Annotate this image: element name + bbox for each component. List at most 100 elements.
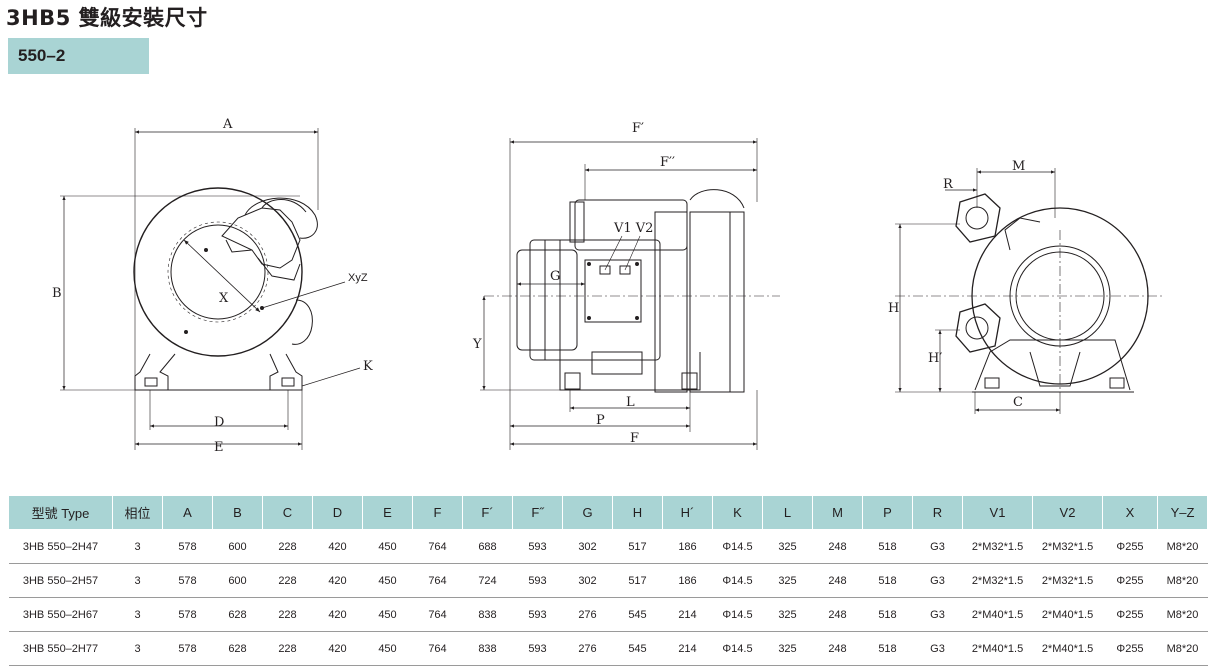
- table-cell: 518: [862, 529, 913, 564]
- table-cell: 420: [312, 631, 363, 666]
- column-header: F´: [462, 495, 513, 530]
- column-header: P: [862, 495, 913, 530]
- label-h: H: [888, 301, 899, 316]
- table-cell: 450: [362, 563, 413, 598]
- table-cell: 545: [612, 597, 663, 632]
- table-cell: 276: [562, 631, 613, 666]
- table-cell: G3: [912, 597, 963, 632]
- label-v1-v2: V1 V2: [613, 221, 653, 236]
- table-cell: 517: [612, 563, 663, 598]
- label-p: P: [596, 413, 605, 428]
- table-cell: 248: [812, 529, 863, 564]
- table-cell: 450: [362, 631, 413, 666]
- column-header: V2: [1032, 495, 1103, 530]
- table-cell: 325: [762, 529, 813, 564]
- table-cell: 2*M40*1.5: [1032, 631, 1103, 666]
- column-header: E: [362, 495, 413, 530]
- table-cell: M8*20: [1157, 529, 1208, 564]
- column-header: L: [762, 495, 813, 530]
- table-cell: 600: [212, 529, 263, 564]
- table-cell: 764: [412, 529, 463, 564]
- label-f-prime: F′: [632, 121, 644, 136]
- table-cell: 2*M40*1.5: [962, 597, 1033, 632]
- table-cell: 2*M32*1.5: [1032, 563, 1103, 598]
- label-a: A: [222, 117, 233, 132]
- table-cell: 764: [412, 563, 463, 598]
- table-cell: 228: [262, 529, 313, 564]
- column-header: D: [312, 495, 363, 530]
- table-cell: 450: [362, 529, 413, 564]
- table-cell: 302: [562, 563, 613, 598]
- table-cell: 724: [462, 563, 513, 598]
- table-cell: 2*M32*1.5: [962, 529, 1033, 564]
- dimension-drawings: A B D E X XyZ K: [52, 117, 1165, 455]
- table-cell: M8*20: [1157, 597, 1208, 632]
- page-title: 3HB5 雙級安裝尺寸: [6, 6, 208, 30]
- table-cell: Φ255: [1102, 631, 1158, 666]
- column-header: C: [262, 495, 313, 530]
- column-header: G: [562, 495, 613, 530]
- column-header: K: [712, 495, 763, 530]
- table-cell: 578: [162, 563, 213, 598]
- label-r: R: [943, 177, 954, 192]
- table-cell: 3HB 550–2H67: [8, 597, 113, 632]
- column-header: 型號 Type: [8, 495, 113, 530]
- table-cell: 628: [212, 631, 263, 666]
- label-k: K: [363, 359, 373, 374]
- table-cell: 186: [662, 529, 713, 564]
- table-cell: 3: [112, 563, 163, 598]
- table-cell: 600: [212, 563, 263, 598]
- table-cell: 325: [762, 563, 813, 598]
- label-f: F: [630, 431, 639, 446]
- table-cell: 228: [262, 631, 313, 666]
- column-header: M: [812, 495, 863, 530]
- column-header: R: [912, 495, 963, 530]
- label-x: X: [219, 291, 229, 306]
- table-cell: M8*20: [1157, 631, 1208, 666]
- table-cell: 420: [312, 563, 363, 598]
- table-cell: 2*M32*1.5: [962, 563, 1033, 598]
- table-cell: Φ14.5: [712, 597, 763, 632]
- table-cell: 545: [612, 631, 663, 666]
- table-cell: 3: [112, 631, 163, 666]
- label-c: C: [1013, 395, 1023, 410]
- label-xyz: XyZ: [348, 272, 368, 284]
- table-cell: 518: [862, 631, 913, 666]
- table-cell: G3: [912, 631, 963, 666]
- table-cell: 302: [562, 529, 613, 564]
- table-cell: 420: [312, 597, 363, 632]
- table-cell: 764: [412, 631, 463, 666]
- table-cell: G3: [912, 563, 963, 598]
- table-cell: 3HB 550–2H47: [8, 529, 113, 564]
- label-l: L: [626, 395, 635, 410]
- table-cell: 578: [162, 529, 213, 564]
- table-cell: 420: [312, 529, 363, 564]
- table-cell: 214: [662, 631, 713, 666]
- table-cell: 228: [262, 563, 313, 598]
- column-header: F˝: [512, 495, 563, 530]
- table-cell: 838: [462, 631, 513, 666]
- table-cell: 764: [412, 597, 463, 632]
- label-m: M: [1012, 159, 1025, 174]
- label-e: E: [214, 440, 224, 455]
- table-cell: 517: [612, 529, 663, 564]
- label-g: G: [550, 269, 560, 284]
- table-cell: 450: [362, 597, 413, 632]
- table-cell: M8*20: [1157, 563, 1208, 598]
- table-cell: 248: [812, 631, 863, 666]
- table-cell: 228: [262, 597, 313, 632]
- table-cell: 248: [812, 563, 863, 598]
- table-cell: 578: [162, 597, 213, 632]
- table-cell: 593: [512, 597, 563, 632]
- table-cell: 2*M40*1.5: [962, 631, 1033, 666]
- column-header: F: [412, 495, 463, 530]
- table-cell: Φ255: [1102, 529, 1158, 564]
- table-cell: 325: [762, 631, 813, 666]
- table-cell: 688: [462, 529, 513, 564]
- table-cell: 628: [212, 597, 263, 632]
- table-cell: 518: [862, 597, 913, 632]
